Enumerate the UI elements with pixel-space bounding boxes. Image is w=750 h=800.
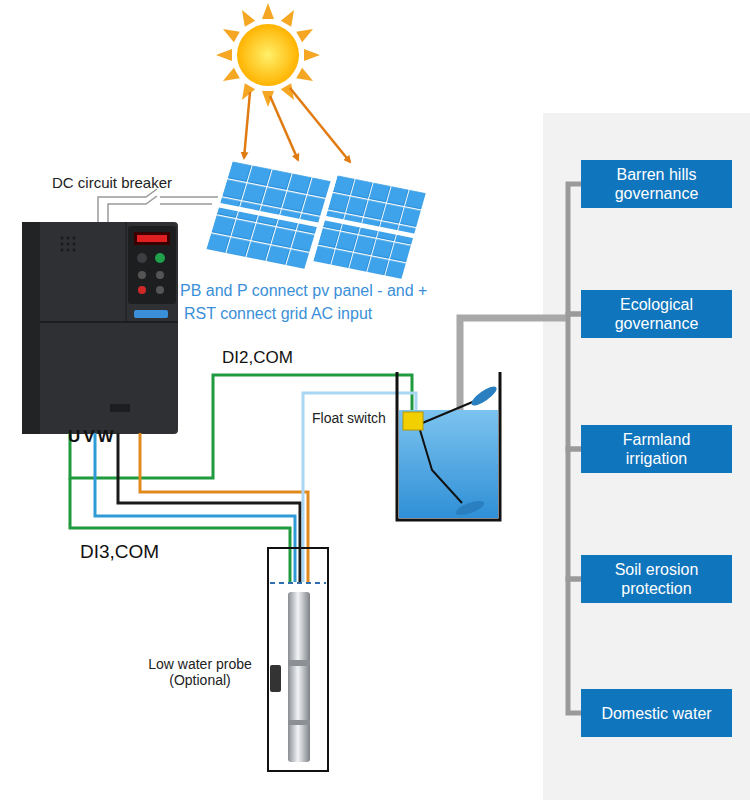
application-box: Soil erosion protection [581,555,732,603]
terminal-name: UVW [68,427,117,447]
distribution-line [568,184,581,314]
pump-wires [70,375,416,582]
borehole [268,548,328,771]
box-text: Ecological governance [591,295,722,333]
box-text: Soil erosion protection [591,560,722,598]
signal-name: DI2,COM [222,348,293,368]
background-panel [543,113,750,800]
dc-wires [98,189,218,222]
sun [237,24,299,86]
breaker-label: DC circuit breaker [52,174,172,191]
application-box: Ecological governance [581,290,732,338]
sun-rays [216,3,320,107]
distribution-line [568,579,581,713]
solar-panel [312,174,427,280]
water-pipe [460,318,568,420]
wiring-note: RST connect grid AC input [184,305,372,323]
part-name: Float switch [312,410,386,426]
application-box: Domestic water [581,689,732,737]
box-text: Barren hills governance [591,165,722,203]
inverter [22,222,178,434]
distribution-line [568,449,581,579]
sun-arrows [244,88,350,162]
wiring-note: PB and P connect pv panel - and + [180,282,427,300]
signal-name: DI3,COM [80,541,159,563]
application-box: Barren hills governance [581,160,732,208]
distribution-line [568,314,581,449]
solar-panel [205,160,332,270]
box-text: Farmland irrigation [591,430,722,468]
part-name: Low water probe (Optional) [140,656,260,688]
application-box: Farmland irrigation [581,425,732,473]
water-tank [397,372,500,520]
box-text: Domestic water [601,704,711,723]
